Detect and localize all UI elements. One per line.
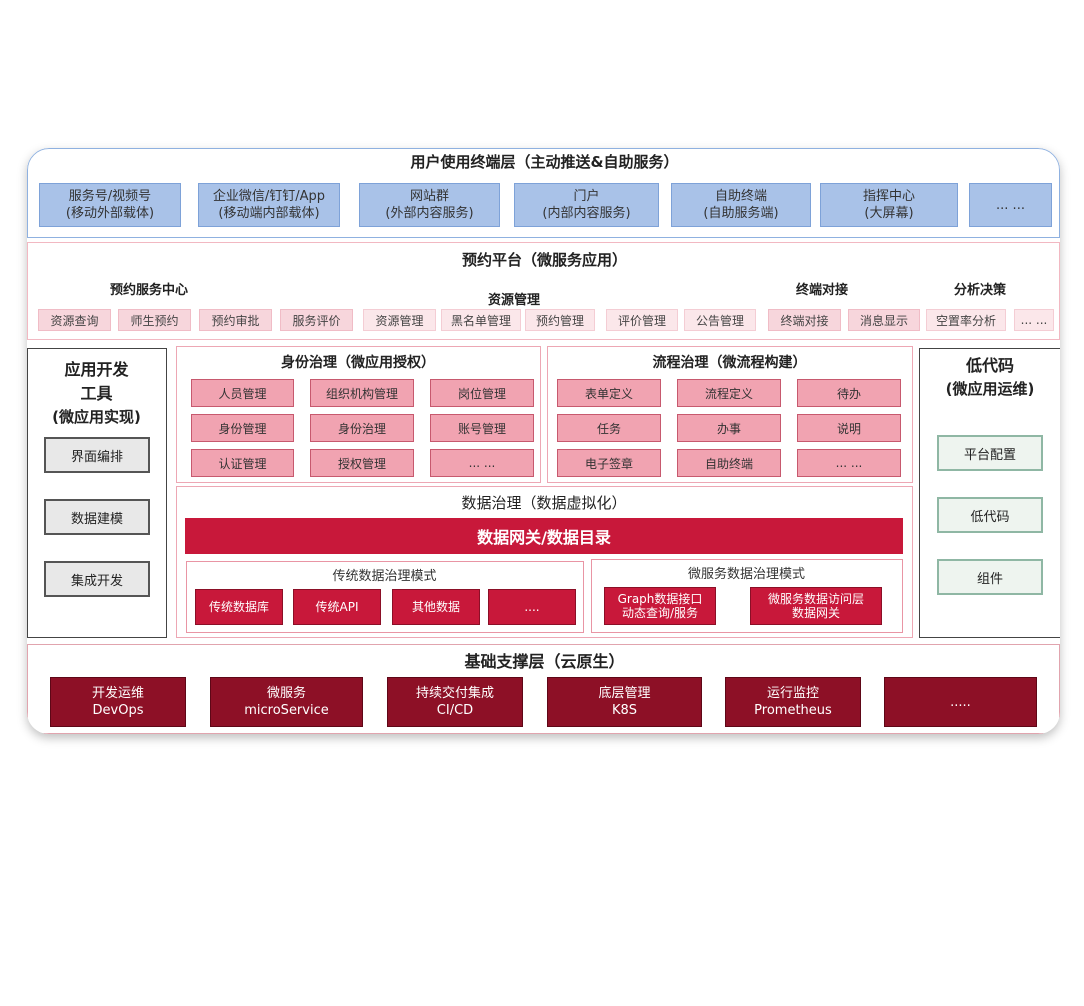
microservice-mode-title: 微服务数据治理模式 xyxy=(687,566,805,582)
platform-item: 公告管理 xyxy=(684,309,756,331)
data-gateway-bar: 数据网关/数据目录 xyxy=(185,518,903,554)
process-item: 待办 xyxy=(797,379,901,407)
group-label-booking-center: 预约服务中心 xyxy=(110,283,189,298)
app-dev-title-1: 应用开发 xyxy=(64,360,129,379)
identity-item: 人员管理 xyxy=(191,379,294,407)
platform-config-button[interactable]: 平台配置 xyxy=(937,435,1043,471)
traditional-item: 其他数据 xyxy=(392,589,480,625)
identity-item: 认证管理 xyxy=(191,449,294,477)
data-modeling-button[interactable]: 数据建模 xyxy=(44,499,150,535)
identity-item: ... ... xyxy=(430,449,534,477)
traditional-item: .... xyxy=(488,589,576,625)
lowcode-title-1: 低代码 xyxy=(965,356,1014,375)
platform-item: 空置率分析 xyxy=(926,309,1006,331)
group-label-resource-mgmt: 资源管理 xyxy=(488,293,541,308)
process-item: 流程定义 xyxy=(677,379,781,407)
platform-item: ... ... xyxy=(1014,309,1054,331)
user-layer-title: 用户使用终端层（主动推送&自助服务） xyxy=(410,152,679,171)
components-button[interactable]: 组件 xyxy=(937,559,1043,595)
platform-item: 终端对接 xyxy=(768,309,841,331)
identity-item: 身份管理 xyxy=(191,414,294,442)
user-item-wecom-app: 企业微信/钉钉/App(移动端内部载体) xyxy=(198,183,340,227)
platform-item: 评价管理 xyxy=(606,309,678,331)
traditional-item: 传统API xyxy=(293,589,381,625)
data-governance-panel: 数据治理（数据虚拟化） 数据网关/数据目录 传统数据治理模式 传统数据库 传统A… xyxy=(176,486,913,638)
app-dev-title-3: (微应用实现) xyxy=(52,407,141,426)
identity-title: 身份治理（微应用授权） xyxy=(281,355,435,371)
integration-dev-button[interactable]: 集成开发 xyxy=(44,561,150,597)
identity-item: 账号管理 xyxy=(430,414,534,442)
user-terminal-layer: 用户使用终端层（主动推送&自助服务） 服务号/视频号(移动外部载体) 企业微信/… xyxy=(27,148,1060,238)
process-item: 办事 xyxy=(677,414,781,442)
platform-item: 资源管理 xyxy=(363,309,436,331)
process-item: ... ... xyxy=(797,449,901,477)
process-governance-panel: 流程治理（微流程构建） 表单定义 流程定义 待办 任务 办事 说明 电子签章 自… xyxy=(547,346,913,483)
identity-item: 授权管理 xyxy=(310,449,414,477)
platform-item: 黑名单管理 xyxy=(441,309,521,331)
process-item: 任务 xyxy=(557,414,661,442)
architecture-diagram: 用户使用终端层（主动推送&自助服务） 服务号/视频号(移动外部载体) 企业微信/… xyxy=(27,148,1060,734)
graph-api-item: Graph数据接口动态查询/服务 xyxy=(604,587,716,625)
platform-layer: 预约平台（微服务应用） 预约服务中心 资源管理 终端对接 分析决策 资源查询 师… xyxy=(27,242,1060,340)
process-item: 电子签章 xyxy=(557,449,661,477)
process-item: 表单定义 xyxy=(557,379,661,407)
user-item-official-account: 服务号/视频号(移动外部载体) xyxy=(39,183,181,227)
user-item-command-center: 指挥中心(大屏幕) xyxy=(820,183,958,227)
identity-item: 组织机构管理 xyxy=(310,379,414,407)
platform-item: 消息显示 xyxy=(848,309,920,331)
data-gov-title: 数据治理（数据虚拟化） xyxy=(461,493,627,512)
platform-item: 服务评价 xyxy=(280,309,353,331)
lowcode-panel: 低代码 (微应用运维) 平台配置 低代码 组件 xyxy=(919,348,1060,638)
user-item-websites: 网站群(外部内容服务) xyxy=(359,183,500,227)
traditional-mode-panel: 传统数据治理模式 传统数据库 传统API 其他数据 .... xyxy=(186,561,584,633)
process-title: 流程治理（微流程构建） xyxy=(652,355,807,371)
microservice-data-access-item: 微服务数据访问层数据网关 xyxy=(750,587,882,625)
platform-item: 预约管理 xyxy=(525,309,595,331)
group-label-analysis: 分析决策 xyxy=(954,283,1007,298)
user-item-portal: 门户(内部内容服务) xyxy=(514,183,659,227)
base-item-more: ..... xyxy=(884,677,1037,727)
user-item-self-service: 自助终端(自助服务端) xyxy=(671,183,811,227)
identity-item: 身份治理 xyxy=(310,414,414,442)
ui-orchestration-button[interactable]: 界面编排 xyxy=(44,437,150,473)
platform-item: 预约审批 xyxy=(199,309,272,331)
traditional-mode-title: 传统数据治理模式 xyxy=(332,568,437,584)
microservice-mode-panel: 微服务数据治理模式 Graph数据接口动态查询/服务 微服务数据访问层数据网关 xyxy=(591,559,903,633)
traditional-item: 传统数据库 xyxy=(195,589,283,625)
identity-item: 岗位管理 xyxy=(430,379,534,407)
process-item: 自助终端 xyxy=(677,449,781,477)
user-item-more: ... ... xyxy=(969,183,1052,227)
lowcode-title-2: (微应用运维) xyxy=(945,379,1035,398)
platform-item: 资源查询 xyxy=(38,309,111,331)
process-item: 说明 xyxy=(797,414,901,442)
platform-item: 师生预约 xyxy=(118,309,191,331)
identity-governance-panel: 身份治理（微应用授权） 人员管理 组织机构管理 岗位管理 身份管理 身份治理 账… xyxy=(176,346,541,483)
group-label-terminal-docking: 终端对接 xyxy=(796,283,849,298)
app-dev-title-2: 工具 xyxy=(80,384,113,403)
base-layer-title: 基础支撑层（云原生） xyxy=(464,652,625,671)
platform-layer-title: 预约平台（微服务应用） xyxy=(461,250,627,269)
lowcode-button[interactable]: 低代码 xyxy=(937,497,1043,533)
app-dev-tools-panel: 应用开发 工具 (微应用实现) 界面编排 数据建模 集成开发 xyxy=(27,348,167,638)
